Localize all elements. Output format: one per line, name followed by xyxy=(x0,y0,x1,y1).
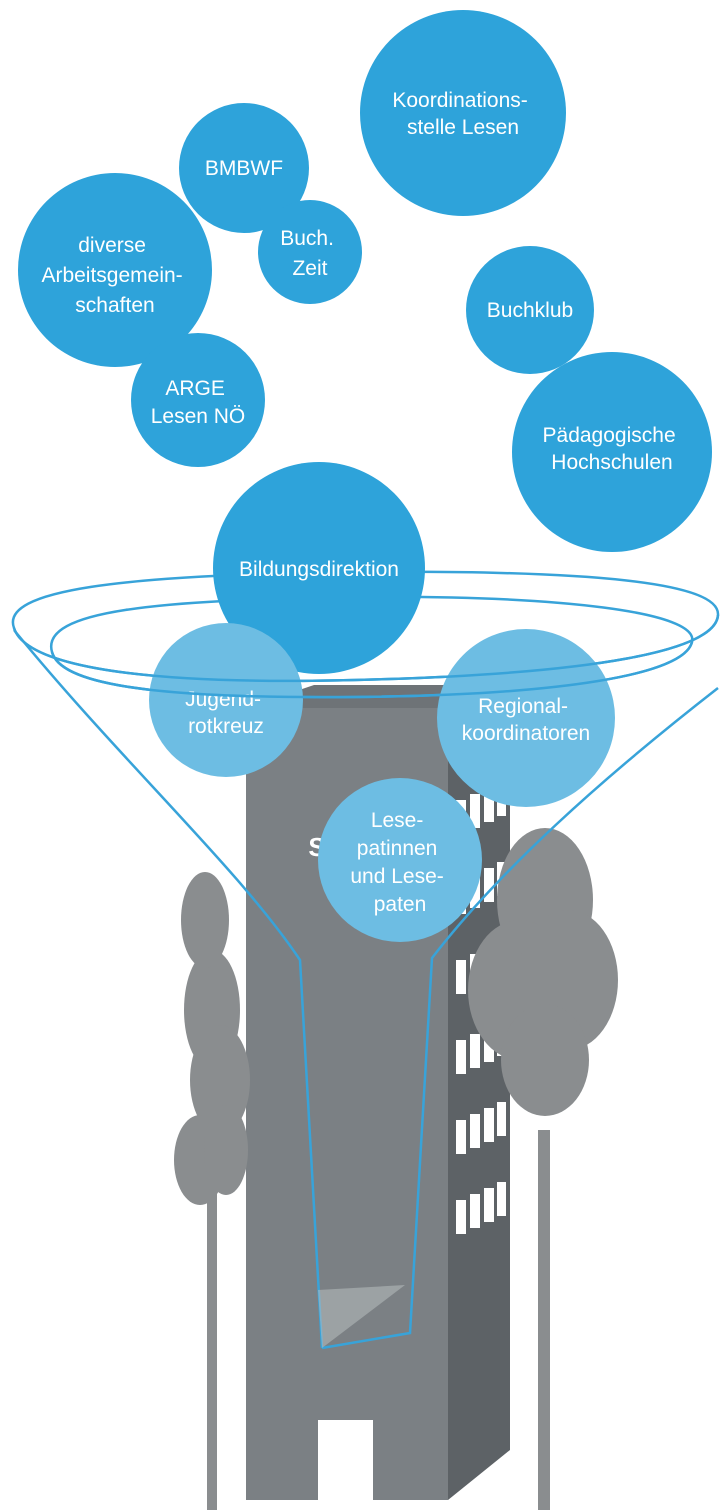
bubble-label-line: Regional- xyxy=(478,695,568,718)
bubble-label-line: Zeit xyxy=(292,257,327,280)
bubble-label-line: Lesen NÖ xyxy=(151,405,246,428)
bubble-label-line: patinnen xyxy=(357,837,438,860)
bubble-label-line: paten xyxy=(374,893,427,916)
bubble-label-line: BMBWF xyxy=(205,157,283,180)
bubble-label-line: schaften xyxy=(75,294,154,317)
svg-text:ARGE Lesen NÖ: ARGE Lesen NÖ xyxy=(151,377,246,428)
tree-right xyxy=(468,828,618,1510)
bubble-label-line: Pädagogische xyxy=(543,424,676,447)
svg-text:Regional- koordinatoren: Regional- koordinatoren xyxy=(462,695,590,745)
bubble-buch-zeit: Buch. Zeit xyxy=(258,200,362,304)
bubble-bmbwf: BMBWF xyxy=(179,103,309,233)
bubble-label-line: Lese- xyxy=(371,809,424,832)
bubble-label-line: diverse xyxy=(78,234,146,257)
bubble-bildungsdirektion: Bildungsdirektion xyxy=(213,462,425,674)
bubble-label-line: Jugend- xyxy=(185,688,261,711)
bubble-lesepatinnen-und-lesepaten: Lese- patinnen und Lese- paten xyxy=(318,778,482,942)
bubble-label-line: ARGE xyxy=(165,377,225,400)
bubble-label-line: Arbeitsgemein- xyxy=(41,264,182,287)
bubble-koordinationsstelle-lesen: Koordinations- stelle Lesen xyxy=(360,10,566,216)
bubble-diverse-arbeitsgemeinschaften: diverse Arbeitsgemein- schaften xyxy=(18,173,212,367)
bubble-arge-lesen-noe: ARGE Lesen NÖ xyxy=(131,333,265,467)
svg-text:Bildungsdirektion: Bildungsdirektion xyxy=(239,558,399,581)
svg-text:Pädagogische Hochschulen: Pädagogische Hochschulen xyxy=(543,424,682,474)
svg-text:Lese- patinnen und: Lese- patinnen und Lese- paten xyxy=(350,809,449,916)
funnel-spout-shade xyxy=(318,1285,405,1348)
svg-text:Buchklub: Buchklub xyxy=(487,299,573,322)
bubble-label-line: rotkreuz xyxy=(188,715,264,738)
bubble-label-line: Koordinations- xyxy=(392,89,527,112)
svg-text:Koordinations- stelle Le: Koordinations- stelle Lesen xyxy=(392,89,533,139)
funnel-right-wall xyxy=(321,687,719,1350)
bubble-label-line: koordinatoren xyxy=(462,722,590,745)
bubble-label-line: Buchklub xyxy=(487,299,573,322)
bubble-buchklub: Buchklub xyxy=(466,246,594,374)
bubble-paedagogische-hochschulen: Pädagogische Hochschulen xyxy=(512,352,712,552)
bubble-label-line: Buch. xyxy=(280,227,334,250)
funnel-outer-rim-front xyxy=(12,614,720,683)
bubble-label-line: und Lese- xyxy=(350,865,443,888)
bubble-label-line: stelle Lesen xyxy=(407,116,519,139)
bubble-label-line: Bildungsdirektion xyxy=(239,558,399,581)
bubble-regionalkoordinatoren: Regional- koordinatoren xyxy=(437,629,615,807)
svg-text:diverse Arbeitsgemein-: diverse Arbeitsgemein- schaften xyxy=(41,234,188,317)
svg-text:Buch. Zeit: Buch. Zeit xyxy=(280,227,340,280)
svg-text:BMBWF: BMBWF xyxy=(205,157,283,180)
building-door xyxy=(318,1420,373,1500)
tree-left xyxy=(174,872,250,1510)
bubble-jugendrotkreuz: Jugend- rotkreuz xyxy=(149,623,303,777)
bubble-label-line: Hochschulen xyxy=(551,451,672,474)
funnel-left-wall xyxy=(13,629,324,1349)
funnel-inner-rim-front xyxy=(50,641,694,699)
